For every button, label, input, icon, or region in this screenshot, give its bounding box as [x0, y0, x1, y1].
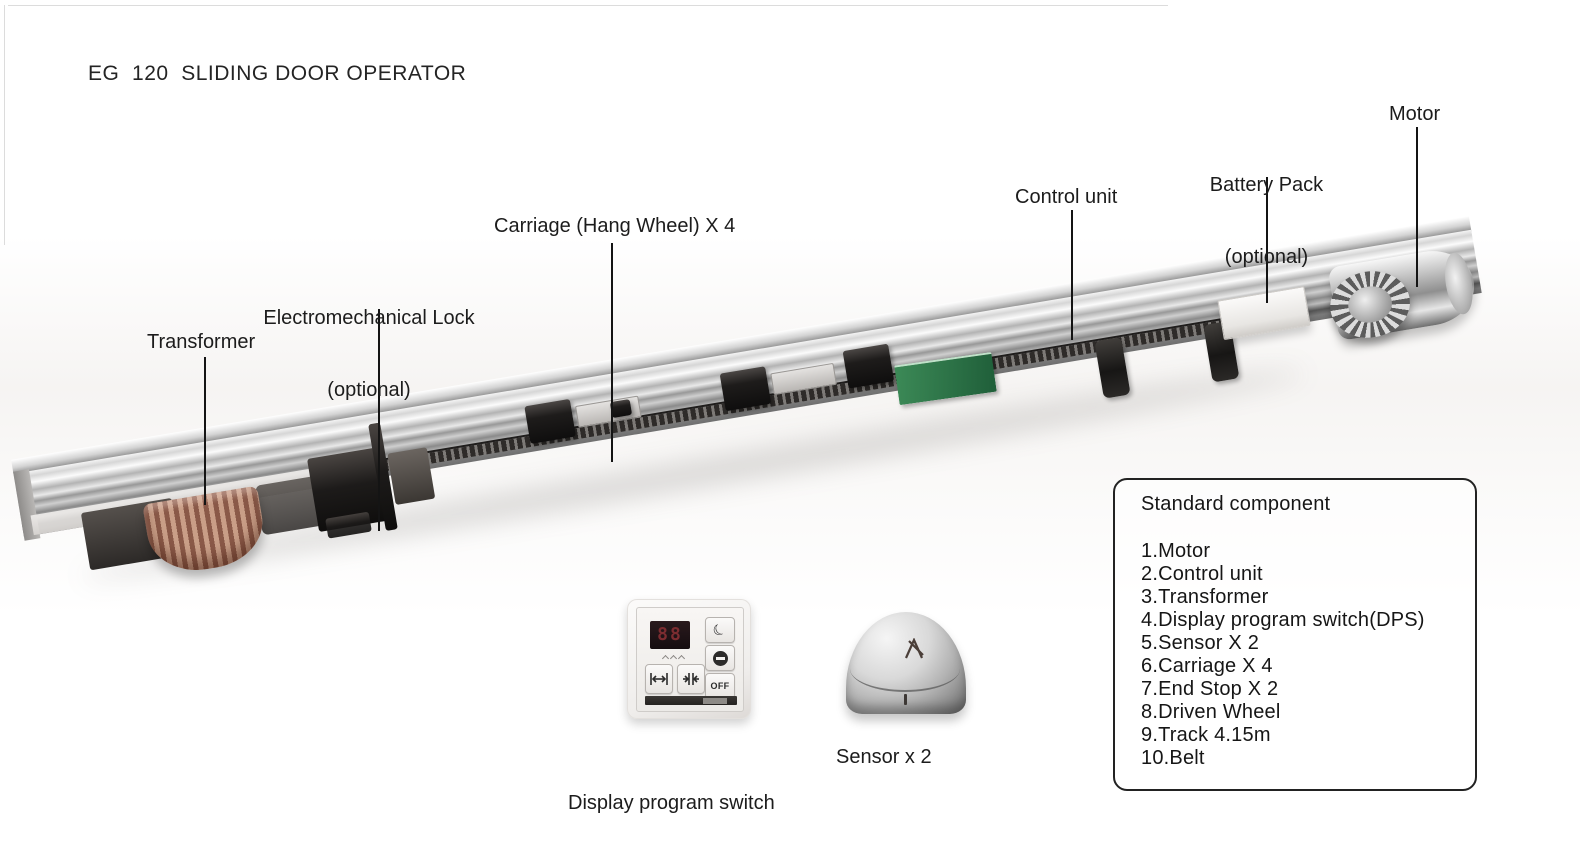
lock-side-plate: [387, 447, 436, 506]
component-list-item: 3.Transformer: [1141, 586, 1269, 608]
page-border-top: [8, 5, 1168, 6]
sensor-groove: [850, 646, 960, 692]
component-list-item: 5.Sensor X 2: [1141, 632, 1260, 654]
dps-brand-bar: [645, 696, 737, 705]
standard-component-box: Standard component 1.Motor 2.Control uni…: [1113, 478, 1477, 791]
door-close-icon: [683, 673, 699, 685]
dps-tick-marks: [647, 654, 699, 663]
component-list-item: 9.Track 4.15m: [1141, 724, 1271, 746]
sensor-logo-icon: [904, 638, 924, 659]
driven-wheel-hub: [1344, 282, 1396, 327]
carriage-2: [719, 366, 772, 412]
label-lock-line2: (optional): [327, 379, 411, 401]
moon-icon: ☾: [710, 619, 730, 641]
door-open-icon: [650, 673, 668, 685]
leader-control-unit: [1071, 210, 1073, 340]
door-close-button: [677, 664, 705, 694]
label-battery-pack: Battery Pack (optional): [1194, 125, 1339, 317]
label-battery-line1: Battery Pack: [1209, 174, 1324, 196]
leader-lock: [378, 309, 380, 531]
dps-panel: 88 ☾ OFF: [627, 599, 751, 719]
carriage-1: [524, 398, 576, 444]
leader-carriage: [611, 243, 613, 462]
label-battery-line2: (optional): [1224, 246, 1309, 268]
stop-icon: [712, 650, 728, 666]
component-list-item: 4.Display program switch(DPS): [1141, 609, 1425, 631]
standard-component-list: 1.Motor 2.Control unit 3.Transformer 4.D…: [1141, 540, 1461, 770]
label-dps: Display program switch (DPS): [568, 743, 775, 854]
leader-motor: [1416, 127, 1418, 287]
component-list-item: 8.Driven Wheel: [1141, 701, 1281, 723]
label-lock-line1: Electromechanical Lock: [263, 307, 475, 329]
tick-icon: [677, 654, 685, 663]
component-list-item: 6.Carriage X 4: [1141, 655, 1273, 677]
door-open-button: [645, 664, 673, 694]
carriage-3: [842, 343, 895, 389]
off-button: OFF: [705, 673, 735, 699]
label-motor: Motor: [1389, 103, 1441, 125]
label-dps-line1: Display program switch: [568, 792, 775, 814]
dps-brand-tag: [703, 697, 727, 704]
dps-display: 88: [650, 621, 690, 649]
label-sensor: Sensor x 2: [836, 746, 932, 768]
leader-battery: [1266, 177, 1268, 303]
label-transformer: Transformer: [147, 331, 256, 353]
label-control-unit: Control unit: [1015, 186, 1118, 208]
off-button-label: OFF: [710, 681, 730, 691]
standard-component-heading: Standard component: [1141, 493, 1331, 515]
component-list-item: 2.Control unit: [1141, 563, 1263, 585]
night-mode-button: ☾: [705, 617, 735, 643]
tick-icon: [669, 654, 677, 663]
sensor-indicator-mark: [904, 694, 907, 705]
page-title: EG 120 SLIDING DOOR OPERATOR: [88, 62, 467, 85]
page-border-left: [4, 5, 5, 245]
sensor-component: [846, 612, 966, 714]
component-list-item: 10.Belt: [1141, 747, 1205, 769]
stop-mode-button: [705, 645, 735, 671]
component-list-item: 7.End Stop X 2: [1141, 678, 1279, 700]
leader-transformer: [204, 357, 206, 505]
label-carriage: Carriage (Hang Wheel) X 4: [494, 215, 736, 237]
tick-icon: [661, 654, 669, 663]
component-list-item: 1.Motor: [1141, 540, 1211, 562]
carriage-1b: [609, 398, 633, 419]
dps-panel-inner: 88 ☾ OFF: [636, 607, 744, 712]
label-electromechanical-lock: Electromechanical Lock (optional): [243, 258, 495, 450]
